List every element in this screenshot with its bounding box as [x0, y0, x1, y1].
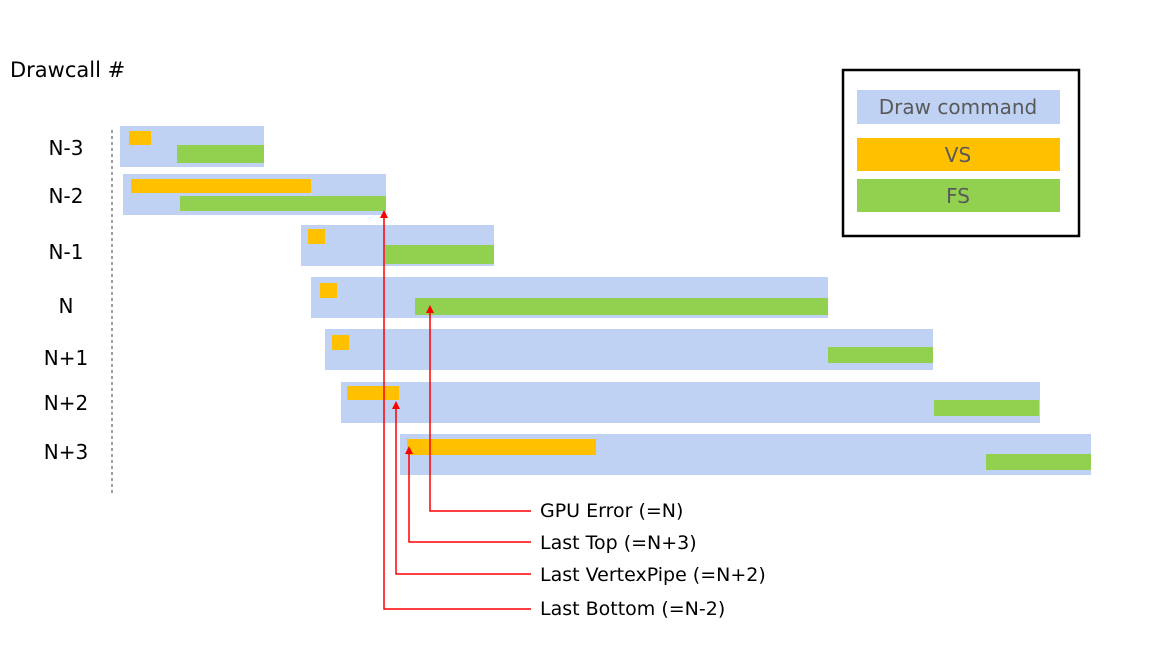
vs-bar: [407, 439, 596, 455]
last-top-label: Last Top (=N+3): [540, 532, 697, 554]
last-bottom-label: Last Bottom (=N-2): [540, 598, 725, 620]
vs-bar: [131, 179, 311, 193]
row-label-n-minus-3: N-3: [49, 136, 84, 160]
fs-bar: [415, 298, 828, 315]
row-label-n-minus-1: N-1: [49, 240, 84, 264]
drawcall-row-n-minus-3: [120, 126, 264, 167]
draw-command-bar: [341, 382, 1040, 423]
legend-fs-swatch: [857, 179, 1060, 212]
row-labels: N-3 N-2 N-1 N N+1 N+2 N+3: [44, 136, 88, 464]
vs-bar: [332, 335, 349, 350]
legend-vs-label: VS: [945, 143, 971, 167]
fs-bar: [986, 454, 1091, 470]
drawcall-row-n-plus-2: [341, 382, 1040, 423]
fs-bar: [828, 347, 933, 363]
row-label-n-plus-2: N+2: [44, 391, 88, 415]
annotation-labels: GPU Error (=N) Last Top (=N+3) Last Vert…: [540, 500, 766, 620]
drawcall-row-n-minus-2: [123, 174, 386, 215]
last-top-arrow: [405, 446, 531, 543]
last-vertexpipe-arrow: [392, 401, 531, 575]
fs-bar: [180, 196, 386, 211]
row-label-n: N: [59, 294, 74, 318]
fs-bar: [934, 400, 1039, 416]
fs-bar: [385, 245, 494, 264]
drawcall-row-n-plus-3: [400, 434, 1091, 475]
row-label-n-plus-3: N+3: [44, 440, 88, 464]
gpu-error-arrow: [426, 305, 531, 512]
fs-bar: [177, 145, 264, 163]
axis-title: Drawcall #: [10, 58, 125, 82]
last-bottom-arrow: [380, 210, 531, 610]
legend-vs-swatch: [857, 138, 1060, 171]
vs-bar: [308, 229, 325, 244]
gpu-error-label: GPU Error (=N): [540, 500, 683, 522]
vs-bar: [320, 283, 337, 298]
vs-bar: [129, 131, 151, 145]
legend-draw-command-swatch: [857, 90, 1060, 124]
drawcall-row-n: [311, 277, 828, 318]
vs-bar: [347, 386, 399, 400]
row-label-n-minus-2: N-2: [49, 184, 84, 208]
last-vertexpipe-label: Last VertexPipe (=N+2): [540, 564, 766, 586]
legend-fs-label: FS: [946, 184, 970, 208]
drawcall-row-n-minus-1: [301, 225, 494, 266]
legend: Draw command VS FS: [841, 68, 1081, 238]
legend-draw-command-label: Draw command: [879, 95, 1037, 119]
annotation-arrows: [380, 210, 531, 610]
drawcall-row-n-plus-1: [325, 329, 933, 370]
row-label-n-plus-1: N+1: [44, 346, 88, 370]
